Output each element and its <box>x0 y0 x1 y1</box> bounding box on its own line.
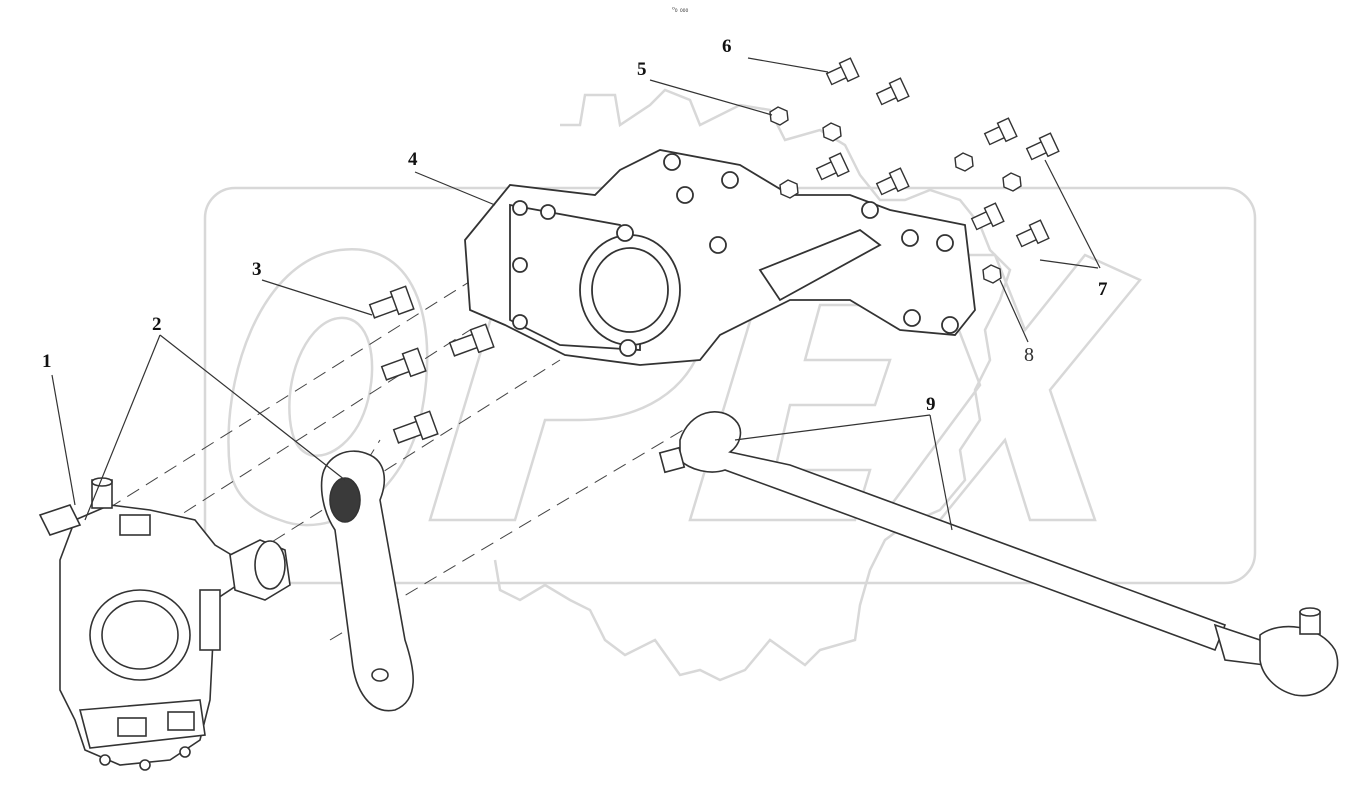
callout-8: 8 <box>1024 344 1034 366</box>
nut <box>779 179 799 199</box>
callout-2: 2 <box>152 314 162 335</box>
nut <box>1002 172 1022 192</box>
bolts-part-3 <box>368 285 495 444</box>
fasteners-right <box>769 57 1060 284</box>
bolt <box>368 285 415 319</box>
bolt <box>875 167 910 196</box>
header-mark: ⁰₀ ₀₀₀ <box>672 6 689 14</box>
bolt <box>392 410 439 444</box>
callout-7: 7 <box>1098 279 1108 300</box>
nut <box>954 152 974 172</box>
callout-1: 1 <box>42 351 52 372</box>
callout-3: 3 <box>252 259 262 280</box>
callout-4: 4 <box>408 149 418 170</box>
bolt <box>815 152 850 181</box>
bolt <box>983 117 1018 146</box>
watermark-letter-o-inner <box>288 316 374 457</box>
callout-9: 9 <box>926 394 936 415</box>
bolt <box>875 77 910 106</box>
bolt <box>448 323 495 357</box>
steering-gear-bracket <box>464 149 976 366</box>
nut <box>822 122 842 142</box>
callout-6: 6 <box>722 36 732 57</box>
bolt <box>825 57 860 86</box>
leader-lines <box>51 57 1101 531</box>
steering-gear-box <box>38 477 291 771</box>
bolt <box>970 202 1005 231</box>
bolt <box>380 347 427 381</box>
bolt <box>1015 219 1050 248</box>
nut <box>982 264 1002 284</box>
drag-link <box>658 411 1339 697</box>
pitman-arm <box>320 450 414 712</box>
nut <box>769 106 789 126</box>
callout-5: 5 <box>637 59 647 80</box>
bolt <box>1025 132 1060 161</box>
watermark-letter-o <box>227 248 429 527</box>
